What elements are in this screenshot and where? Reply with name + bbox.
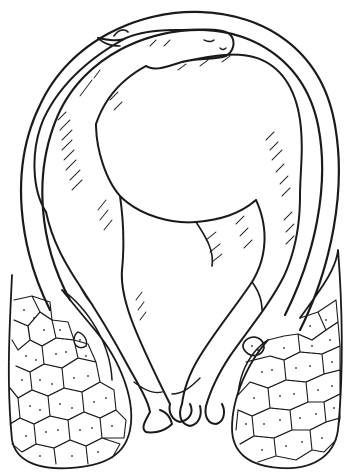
foal-hindleg	[182, 200, 265, 404]
foal-hoof	[143, 410, 172, 433]
cotyledon-left	[9, 275, 131, 468]
foal-head	[98, 30, 234, 69]
cotyledon-right	[232, 250, 342, 468]
foal-shading	[58, 40, 294, 320]
uterus-outline	[21, 12, 339, 330]
